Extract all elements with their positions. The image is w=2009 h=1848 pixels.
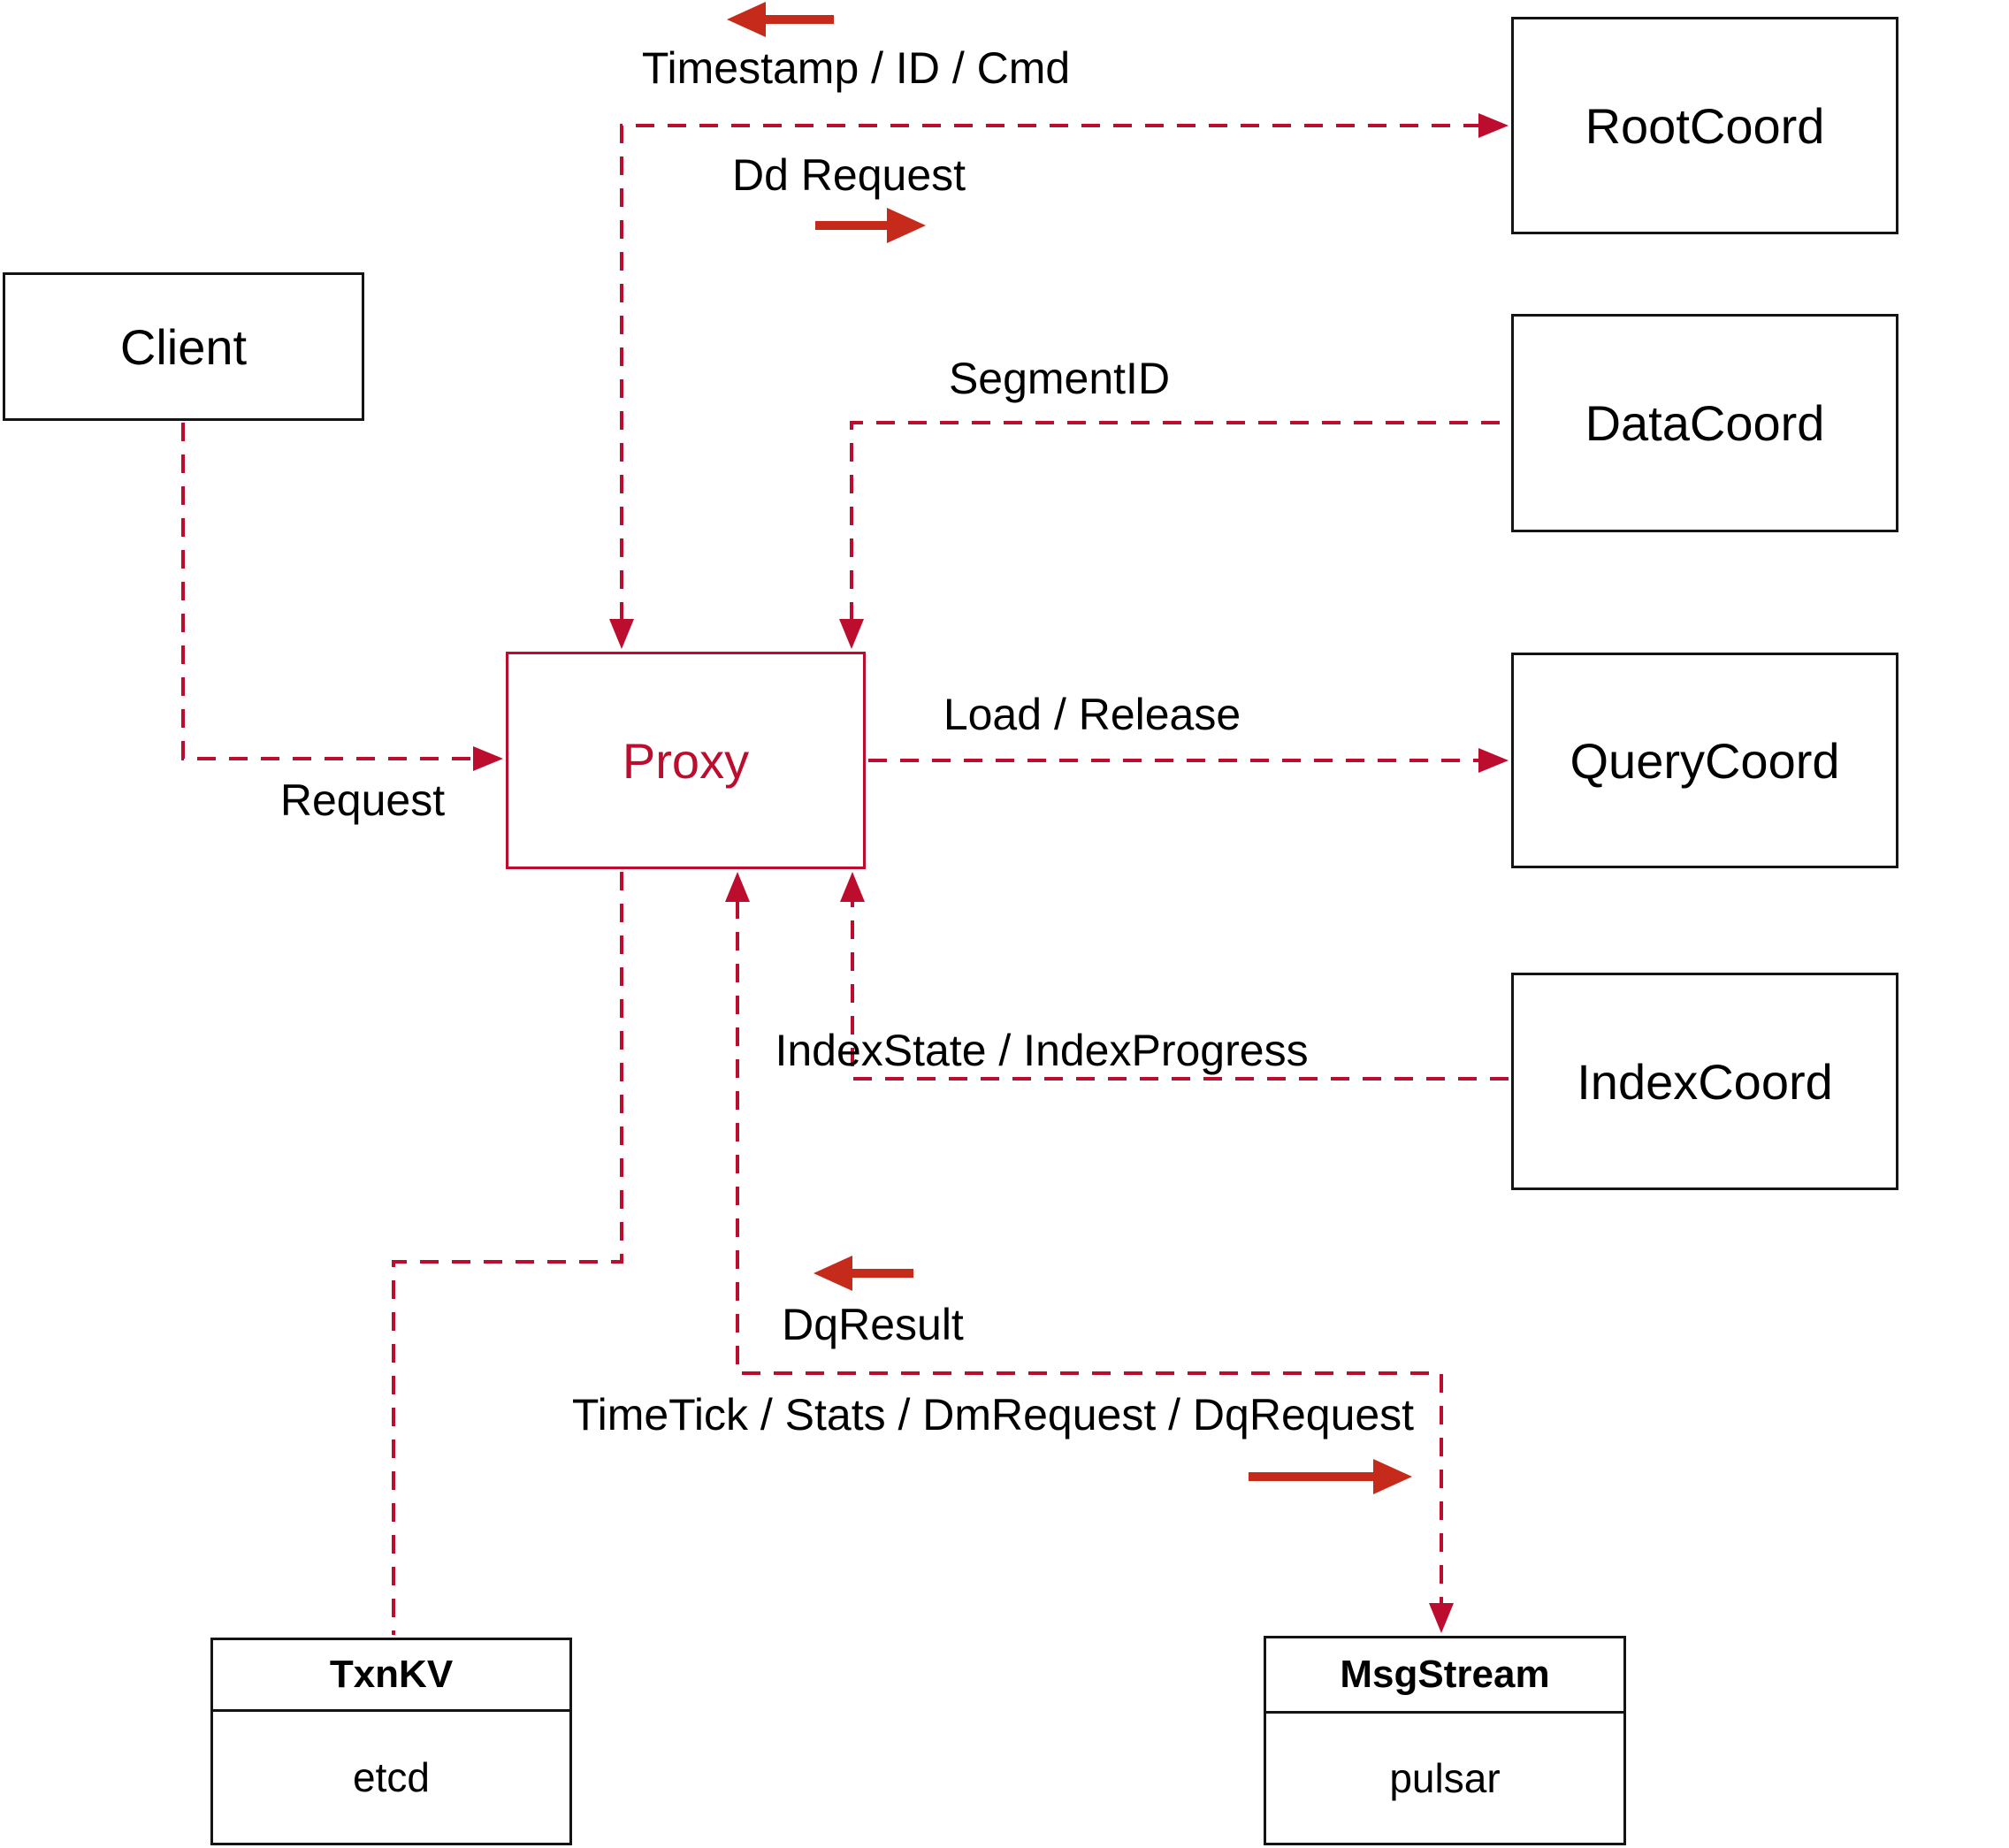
arrowhead-into-proxy-bottom-right: [840, 872, 865, 902]
direction-arrow-right-dd-request-icon: [815, 208, 926, 243]
connector-txnkv: [392, 872, 623, 1635]
direction-arrow-right-timetick-icon: [1249, 1459, 1412, 1494]
msgstream-body: pulsar: [1389, 1755, 1501, 1801]
connector-msgstream: [736, 900, 1443, 1605]
edge-label-request: Request: [279, 775, 446, 825]
datacoord-label: DataCoord: [1585, 395, 1825, 451]
node-rootcoord: RootCoord: [1511, 17, 1898, 234]
msgstream-title: MsgStream: [1266, 1638, 1623, 1714]
arrowhead-into-proxy-top-left: [609, 619, 634, 649]
arrowhead-into-proxy-bottom-mid: [725, 872, 750, 902]
connector-segmentid: [850, 421, 1509, 621]
rootcoord-label: RootCoord: [1585, 97, 1825, 154]
edge-label-load-release: Load / Release: [943, 690, 1241, 739]
direction-arrow-left-timestamp-icon: [727, 2, 834, 37]
node-indexcoord: IndexCoord: [1511, 973, 1898, 1190]
proxy-label: Proxy: [622, 732, 750, 789]
edge-label-timestamp: Timestamp / ID / Cmd: [641, 43, 1071, 93]
edge-label-segmentid: SegmentID: [948, 354, 1171, 403]
connector-request: [181, 423, 475, 760]
edge-label-indexstate: IndexState / IndexProgress: [775, 1026, 1309, 1075]
node-txnkv: TxnKV etcd: [210, 1638, 572, 1845]
arrowhead-into-msgstream: [1429, 1603, 1454, 1633]
txnkv-body: etcd: [353, 1754, 430, 1800]
edge-label-dd-request: Dd Request: [731, 150, 966, 200]
querycoord-label: QueryCoord: [1570, 732, 1840, 789]
arrowhead-into-rootcoord: [1478, 113, 1509, 138]
arrowhead-into-proxy-top-right: [839, 619, 864, 649]
node-datacoord: DataCoord: [1511, 314, 1898, 532]
node-msgstream: MsgStream pulsar: [1264, 1636, 1626, 1845]
edge-label-timetick: TimeTick / Stats / DmRequest / DqRequest: [571, 1390, 1415, 1439]
node-proxy: Proxy: [506, 652, 866, 869]
indexcoord-label: IndexCoord: [1577, 1053, 1833, 1110]
node-querycoord: QueryCoord: [1511, 653, 1898, 868]
arrowhead-into-proxy-left: [473, 746, 503, 771]
txnkv-title: TxnKV: [213, 1640, 569, 1712]
arrowhead-into-querycoord: [1478, 748, 1509, 773]
node-client: Client: [3, 272, 364, 421]
edge-label-dqresult: DqResult: [782, 1300, 964, 1349]
client-label: Client: [119, 318, 248, 375]
direction-arrow-left-dqresult-icon: [814, 1256, 913, 1291]
